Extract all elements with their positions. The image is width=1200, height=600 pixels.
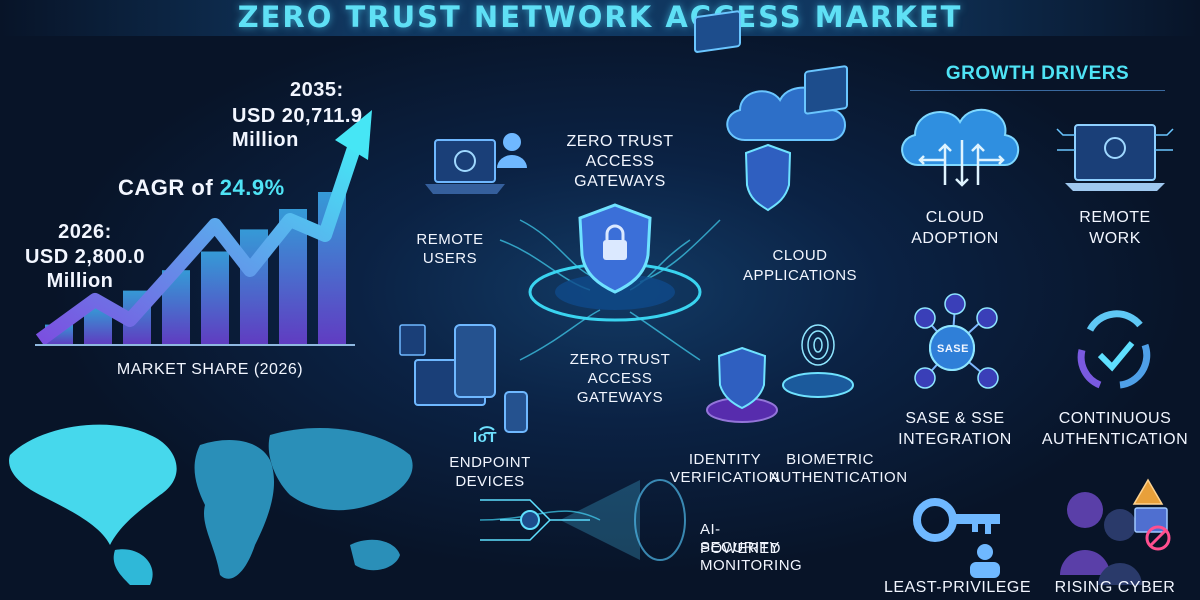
world-map	[9, 424, 413, 585]
south-america-shape	[113, 549, 153, 585]
ai-line3: MONITORING	[700, 557, 803, 574]
cloud-adoption-line2: ADOPTION	[911, 230, 999, 247]
value-2035-label: USD 20,711.9 Million	[232, 105, 363, 151]
check-icon	[1097, 341, 1135, 372]
warning-icon	[1132, 478, 1164, 505]
sase-badge: SASE	[937, 343, 969, 355]
user-avatar-icon	[503, 133, 521, 151]
remote-work-laptop-icon	[1074, 124, 1156, 181]
heading-divider	[910, 90, 1165, 91]
cloud-adoption-line1: CLOUD	[925, 209, 985, 226]
hacker-icon	[1060, 492, 1142, 585]
gateway-top-line1: ZERO TRUST	[566, 133, 674, 150]
australia-shape	[350, 539, 400, 571]
cloud-shield-icon	[744, 143, 792, 212]
continuous-line2: AUTHENTICATION	[1041, 431, 1189, 448]
cloud-apps-line2: APPLICATIONS	[742, 267, 858, 284]
cloud-window-icon	[694, 10, 741, 53]
tablet-icon	[454, 324, 496, 398]
laptop-icon	[434, 139, 496, 183]
remote-work-line1: REMOTE	[1079, 209, 1151, 226]
value-2026-line1: USD 2,800.0	[24, 246, 145, 268]
phone-icon	[504, 391, 528, 433]
gateway-top-line3: GATEWAYS	[574, 173, 666, 190]
asia-shape	[268, 427, 413, 511]
remote-users-line1: REMOTE	[416, 231, 484, 248]
cagr-text: CAGR of	[118, 175, 220, 200]
gateway-mid-line2: ACCESS GATEWAYS	[576, 370, 664, 406]
user-icon	[977, 544, 993, 560]
identity-shield-icon	[717, 346, 767, 410]
identity-line1: IDENTITY	[688, 451, 762, 468]
ai-face-scan-icon	[634, 479, 686, 561]
growth-arrow-head	[335, 110, 372, 160]
page-title: ZERO TRUST NETWORK ACCESS MARKET	[0, 0, 1200, 36]
growth-drivers-heading: GROWTH DRIVERS	[945, 63, 1130, 84]
ai-line1: AI-POWERED	[700, 521, 782, 557]
rising-cyber-label: RISING CYBER	[1054, 579, 1176, 596]
cloud-apps-line1: CLOUD	[772, 247, 828, 264]
fingerprint-icon	[801, 324, 835, 366]
cagr-label: CAGR of 24.9%	[118, 176, 338, 200]
growth-arrow-line	[35, 142, 362, 346]
sase-line2: INTEGRATION	[898, 431, 1012, 448]
north-america-shape	[9, 424, 177, 545]
sase-line1: SASE & SSE	[905, 410, 1005, 427]
wifi-icon	[479, 426, 495, 435]
blocked-icon	[1145, 525, 1171, 551]
remote-users-line2: USERS	[422, 250, 478, 267]
monitor-icon	[399, 324, 426, 356]
gateway-top-line2: ACCESS	[585, 153, 655, 170]
least-privilege-label: LEAST-PRIVILEGE	[883, 579, 1032, 596]
endpoint-devices-label: ENDPOINT DEVICES	[449, 454, 531, 490]
year-2035-label: 2035:	[290, 79, 344, 101]
remote-work-line2: WORK	[1089, 230, 1141, 247]
user-body-icon	[970, 562, 1000, 578]
iot-label: IoT	[473, 429, 497, 446]
cagr-value: 24.9%	[219, 175, 285, 200]
europe-africa-shape	[194, 440, 275, 579]
year-2026-label: 2026:	[58, 221, 112, 243]
continuous-line1: CONTINUOUS	[1058, 410, 1172, 427]
identity-line2: VERIFICATION	[670, 469, 780, 486]
biometric-line1: BIOMETRIC	[786, 451, 874, 468]
ai-line2: SECURITY	[700, 539, 780, 556]
gateway-mid-line1: ZERO TRUST	[569, 351, 671, 368]
app-grid-icon	[804, 65, 848, 115]
continuous-auth-cycle-icon	[1077, 310, 1151, 389]
market-share-label: MARKET SHARE (2026)	[116, 361, 304, 378]
biometric-platform	[782, 372, 854, 398]
value-2026-line2: Million	[46, 270, 114, 292]
cloud-adoption-icon	[901, 108, 1020, 166]
growth-bar	[201, 251, 229, 345]
key-icon	[913, 498, 1000, 542]
biometric-line2: AUTHENTICATION	[770, 469, 908, 486]
